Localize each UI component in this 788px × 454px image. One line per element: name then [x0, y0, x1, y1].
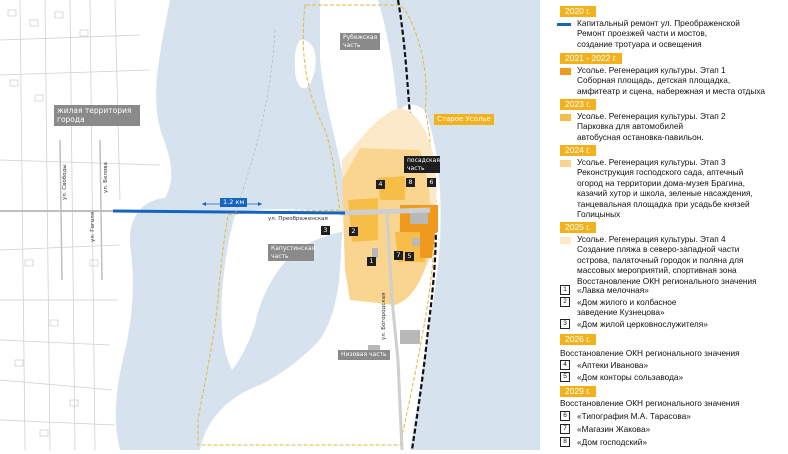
- street-svobody: ул. Свободы: [62, 164, 68, 200]
- map-marker-3[interactable]: 3: [321, 226, 330, 235]
- year-badge-2021: 2021 - 2022 г.: [560, 53, 623, 64]
- legend-num-1: 1: [560, 285, 570, 295]
- map-marker-1[interactable]: 1: [367, 257, 376, 266]
- legend-num-5: 5: [560, 372, 570, 382]
- legend-item-4: «Аптеки Иванова»: [577, 360, 649, 370]
- map-marker-7[interactable]: 7: [394, 251, 403, 260]
- legend-item-6: «Типография М.А. Тарасова»: [577, 411, 691, 421]
- year-badge-2029: 2029 г.: [560, 386, 596, 397]
- legend-stage2: Усолье. Регенерация культуры. Этап 2 Пар…: [577, 111, 726, 142]
- road-line-swatch: [557, 23, 571, 26]
- map-marker-4[interactable]: 4: [376, 180, 385, 189]
- map-canvas: [0, 0, 541, 451]
- street-belova: ул. Белова: [103, 162, 109, 193]
- label-residential: жилая территория города: [54, 105, 140, 126]
- road-preobrazhenskaya: [112, 209, 346, 215]
- year-badge-2026: 2026 г.: [560, 334, 596, 345]
- legend-okn-2026: Восстановление ОКН регионального значени…: [560, 348, 740, 358]
- legend-okn-2029: Восстановление ОКН регионального значени…: [560, 398, 740, 408]
- label-posadskaya: посадская часть: [404, 156, 440, 173]
- street-bogorodskaya: ул. Богородская: [381, 292, 387, 340]
- legend-num-8: 8: [560, 437, 570, 447]
- legend-item-3: «Дом жилой церковнослужителя»: [577, 319, 708, 329]
- year-badge-2025: 2025 г.: [560, 222, 596, 233]
- zone-stage3: [342, 148, 431, 305]
- street-gogolya: ул. Гоголя: [90, 211, 96, 242]
- legend-item-8: «Дом господский»: [577, 437, 647, 447]
- legend-item-7: «Магазин Жакова»: [577, 424, 651, 434]
- legend-road-repair: Капитальный ремонт ул. Преображенской Ре…: [577, 18, 740, 49]
- map-marker-6[interactable]: 6: [427, 178, 436, 187]
- legend-item-1: «Лавка мелочная»: [577, 285, 649, 295]
- scale-label: 1.2 км: [220, 198, 248, 207]
- year-badge-2024: 2024 г.: [560, 145, 596, 156]
- legend-item-2: «Дом жилого и колбасное заведение Кузнец…: [577, 297, 677, 318]
- island-usolye: [200, 0, 441, 450]
- legend-stage3: Усолье. Регенерация культуры. Этап 3 Рек…: [577, 157, 753, 220]
- project-boundary: [197, 4, 436, 446]
- label-rubezhnaya: Рубежская часть: [340, 33, 380, 50]
- stage3-swatch: [560, 160, 571, 167]
- legend-num-4: 4: [560, 360, 570, 370]
- legend-num-3: 3: [560, 319, 570, 329]
- island-kapustinskaya: [221, 208, 350, 370]
- stage2-swatch: [560, 114, 571, 121]
- stage1-swatch: [560, 68, 571, 75]
- map-marker-8[interactable]: 8: [406, 178, 415, 187]
- label-nizovaya: Низовая часть: [338, 350, 390, 360]
- stage4-swatch: [560, 237, 571, 244]
- label-staroe-usolye: Старое Усолье: [434, 114, 494, 125]
- year-badge-2023: 2023 г.: [560, 99, 596, 110]
- street-preobrazhenskaya: ул. Преображенская: [268, 216, 328, 222]
- year-badge-2020: 2020 г.: [560, 6, 596, 17]
- legend-num-6: 6: [560, 411, 570, 421]
- legend-stage1: Усолье. Регенерация культуры. Этап 1 Соб…: [577, 65, 766, 96]
- map-marker-2[interactable]: 2: [349, 227, 358, 236]
- legend-item-5: «Дом конторы сользавода»: [577, 372, 684, 382]
- legend-num-2: 2: [560, 297, 570, 307]
- legend-num-7: 7: [560, 424, 570, 434]
- label-kapustinskaya: Капустинская часть: [268, 244, 315, 261]
- map-area[interactable]: жилая территория города Рубежская часть …: [0, 0, 541, 451]
- legend-panel: 2020 г. Капитальный ремонт ул. Преображе…: [555, 0, 785, 450]
- map-marker-5[interactable]: 5: [405, 252, 414, 261]
- legend-stage4: Усолье. Регенерация культуры. Этап 4 Соз…: [577, 234, 757, 286]
